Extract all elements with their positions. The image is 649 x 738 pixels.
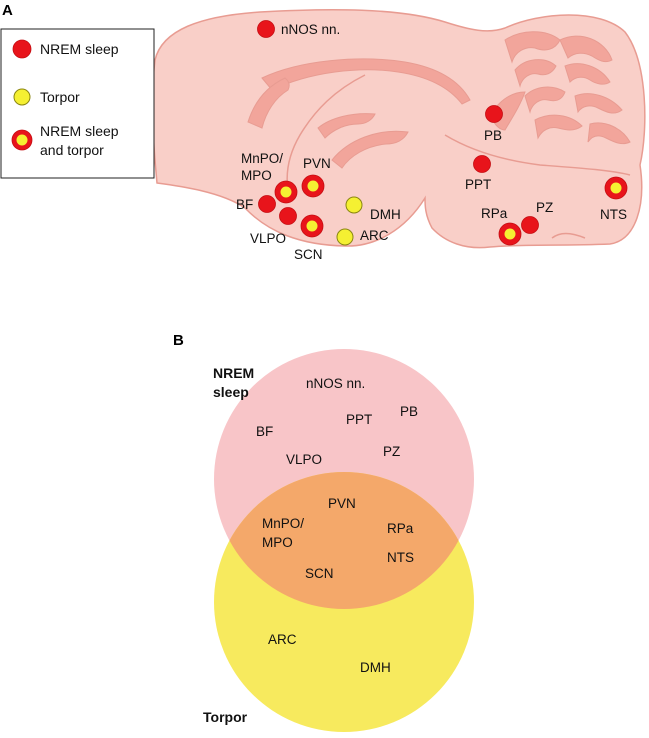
venn-label-pz: PZ <box>383 444 400 459</box>
panel-a-letter: A <box>2 2 13 19</box>
marker-bf <box>258 195 276 213</box>
label-dmh: DMH <box>370 207 401 222</box>
marker-vlpo <box>279 207 297 225</box>
venn-label-pb: PB <box>400 404 418 419</box>
legend-label-nrem: NREM sleep <box>40 41 119 57</box>
venn-label-nnos: nNOS nn. <box>306 376 365 391</box>
venn-label-vlpo: VLPO <box>286 452 322 467</box>
venn-overlap <box>214 472 474 609</box>
label-ppt: PPT <box>465 177 491 192</box>
venn-label-mnpo-line2: MPO <box>262 535 293 550</box>
label-scn: SCN <box>294 247 323 262</box>
marker-pb <box>485 105 503 123</box>
venn-label-mnpo-line1: MnPO/ <box>262 516 304 531</box>
legend-label-both-line1: NREM sleep <box>40 123 119 139</box>
marker-arc <box>336 228 354 246</box>
legend-item-nrem: NREM sleep <box>12 39 119 59</box>
venn-label-rpa: RPa <box>387 521 414 536</box>
thalamus-fold <box>331 130 409 169</box>
ventral-bump <box>551 232 586 239</box>
legend-marker-both-inner <box>16 134 28 146</box>
label-mnpo-line2: MPO <box>241 168 272 183</box>
label-arc: ARC <box>360 228 389 243</box>
legend-label-both-line2: and torpor <box>40 142 104 158</box>
label-pvn: PVN <box>303 156 331 171</box>
venn-label-arc: ARC <box>268 632 297 647</box>
venn-label-pvn: PVN <box>328 496 356 511</box>
venn-label-bf: BF <box>256 424 273 439</box>
legend: NREM sleep Torpor NREM sleep and torpor <box>0 28 155 179</box>
legend-marker-nrem <box>12 39 32 59</box>
legend-item-both: NREM sleep and torpor <box>11 123 119 158</box>
label-rpa: RPa <box>481 206 508 221</box>
legend-marker-torpor <box>13 88 31 106</box>
marker-ppt <box>473 155 491 173</box>
legend-item-torpor: Torpor <box>13 88 80 106</box>
label-mnpo-line1: MnPO/ <box>241 151 283 166</box>
legend-label-torpor: Torpor <box>40 89 80 105</box>
venn-title-torpor: Torpor <box>203 709 248 725</box>
label-nnos: nNOS nn. <box>281 22 340 37</box>
venn-diagram: NREM sleep Torpor nNOS nn. PB PPT BF PZ … <box>203 349 474 732</box>
venn-label-ppt: PPT <box>346 412 372 427</box>
cerebellum <box>489 31 631 145</box>
venn-label-scn: SCN <box>305 566 334 581</box>
marker-nts-inner <box>610 182 622 194</box>
brainstem-line <box>444 134 631 176</box>
label-pb: PB <box>484 128 502 143</box>
hippocampus-line <box>286 74 366 191</box>
label-nts: NTS <box>600 207 627 222</box>
marker-pvn-inner <box>307 180 319 192</box>
marker-dmh <box>345 196 363 214</box>
marker-scn-inner <box>306 220 318 232</box>
marker-mnpo-inner <box>280 186 292 198</box>
label-vlpo: VLPO <box>250 231 286 246</box>
fornix <box>247 77 290 129</box>
corpus-callosum <box>261 58 471 105</box>
marker-rpa-inner <box>504 228 516 240</box>
venn-label-nts: NTS <box>387 550 414 565</box>
region-markers: nNOS nn. MnPO/ MPO PVN BF VLPO SCN DMH A… <box>236 20 628 262</box>
label-bf: BF <box>236 197 253 212</box>
anterior-commissure <box>317 113 376 139</box>
marker-pz <box>521 216 539 234</box>
label-pz: PZ <box>536 200 553 215</box>
panel-b-letter: B <box>173 332 184 349</box>
venn-title-nrem-line1: NREM <box>213 365 254 381</box>
venn-title-nrem-line2: sleep <box>213 384 249 400</box>
marker-nnos <box>257 20 275 38</box>
venn-label-dmh: DMH <box>360 660 391 675</box>
